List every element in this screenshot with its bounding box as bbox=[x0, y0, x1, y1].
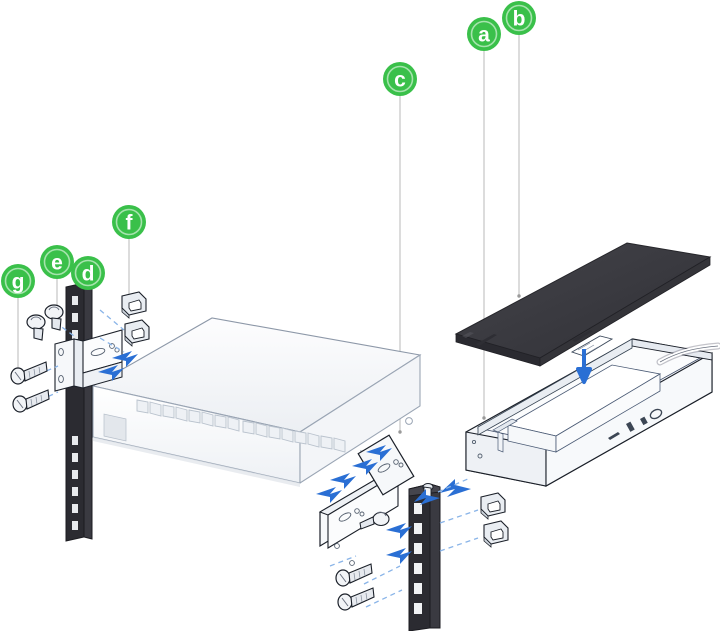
callout-c[interactable]: c bbox=[383, 62, 417, 96]
rack-mount-bracket-right bbox=[318, 434, 415, 566]
cage-nut bbox=[124, 319, 150, 347]
assembly-arrows-left bbox=[98, 351, 138, 381]
cage-nut bbox=[480, 492, 506, 520]
leader-lines bbox=[17, 35, 520, 432]
callout-d[interactable]: d bbox=[71, 256, 105, 290]
mounting-screw bbox=[335, 563, 373, 587]
flange-screw-group bbox=[26, 304, 64, 341]
bracket-thumbscrew bbox=[359, 511, 390, 530]
assembly-arrow-cover bbox=[576, 349, 592, 384]
callout-badges: a b c f d e g bbox=[1, 1, 536, 298]
callout-e[interactable]: e bbox=[40, 245, 74, 279]
flange-screw bbox=[44, 304, 64, 331]
enclosure-tray bbox=[465, 335, 720, 487]
mounting-screw-group-right bbox=[335, 563, 375, 611]
mounting-screw bbox=[337, 587, 375, 611]
assembly-arrows-post-right bbox=[386, 479, 471, 564]
callout-f[interactable]: f bbox=[112, 205, 146, 239]
mounting-screw bbox=[10, 361, 48, 385]
callout-a[interactable]: a bbox=[467, 17, 501, 51]
mounting-screw bbox=[12, 389, 50, 413]
cover-plate bbox=[454, 242, 712, 367]
rack-post-left bbox=[65, 282, 93, 542]
rack-post-right bbox=[408, 483, 441, 631]
mounting-screw-group-left bbox=[10, 361, 50, 413]
assembly-arrows-right bbox=[316, 445, 392, 503]
cage-nut-group-left bbox=[121, 291, 150, 347]
cage-nut bbox=[121, 291, 147, 319]
cage-nut bbox=[483, 520, 509, 548]
enclosure-port-icons bbox=[608, 408, 663, 440]
callout-g[interactable]: g bbox=[1, 264, 35, 298]
cage-nut-group-right bbox=[480, 492, 509, 548]
callout-b[interactable]: b bbox=[502, 1, 536, 35]
rack-mount-bracket-left bbox=[54, 329, 123, 392]
network-switch bbox=[91, 317, 422, 487]
flange-screw bbox=[26, 314, 46, 341]
switch-port-row bbox=[136, 399, 346, 453]
guide-lines-right bbox=[329, 477, 479, 608]
